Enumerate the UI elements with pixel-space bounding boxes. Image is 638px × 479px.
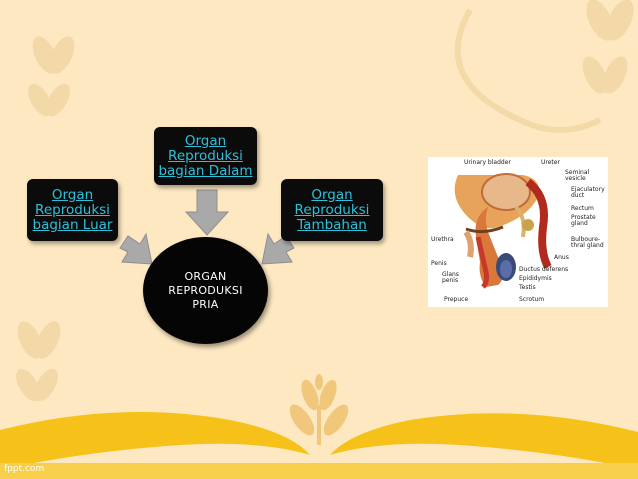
box-tambahan-label[interactable]: Organ Reproduksi Tambahan bbox=[294, 186, 370, 233]
leaf-sprig-right bbox=[454, 0, 634, 133]
label-rectum: Rectum bbox=[571, 205, 594, 212]
label-epididymis: Epididymis bbox=[519, 275, 552, 282]
label-urinary-bladder: Urinary bladder bbox=[464, 159, 511, 166]
box-tambahan[interactable]: Organ Reproduksi Tambahan bbox=[281, 179, 383, 241]
label-urethra: Urethra bbox=[431, 236, 454, 243]
label-ureter: Ureter bbox=[541, 159, 560, 166]
center-label: ORGAN REPRODUKSI PRIA bbox=[168, 269, 243, 311]
center-circle: ORGAN REPRODUKSI PRIA bbox=[143, 237, 268, 344]
label-penis: Penis bbox=[431, 260, 447, 267]
center-sprig bbox=[289, 374, 349, 445]
yellow-wave-right bbox=[330, 413, 638, 470]
box-bagian-luar[interactable]: Organ Reproduksi bagian Luar bbox=[27, 179, 118, 241]
label-ductus-deferens: Ductus deferens bbox=[519, 266, 569, 273]
arrow-down-right bbox=[119, 232, 153, 265]
label-glans-penis: Glans penis bbox=[442, 271, 459, 284]
yellow-wave-left bbox=[0, 412, 310, 470]
leaf-sprig-left bbox=[16, 36, 75, 402]
label-anus: Anus bbox=[554, 254, 569, 261]
label-prostate-gland: Prostate gland bbox=[571, 214, 596, 227]
label-bulbourethral-gland: Bulboure- thral gland bbox=[571, 236, 604, 249]
label-prepuce: Prepuce bbox=[444, 296, 469, 303]
anatomy-illustration bbox=[454, 173, 552, 289]
label-seminal-vesicle: Seminal vesicle bbox=[565, 169, 590, 182]
label-scrotum: Scrotum bbox=[519, 296, 545, 303]
bottom-bar bbox=[0, 463, 638, 479]
box-bagian-dalam-label[interactable]: Organ Reproduksi bagian Dalam bbox=[158, 132, 253, 179]
anatomy-diagram: Urinary bladder Ureter Seminal vesicle E… bbox=[428, 157, 608, 307]
arrow-down bbox=[184, 189, 230, 236]
footer-credit: fppt.com bbox=[4, 464, 45, 474]
label-testis: Testis bbox=[519, 284, 536, 291]
box-bagian-luar-label[interactable]: Organ Reproduksi bagian Luar bbox=[32, 186, 113, 233]
label-ejaculatory-duct: Ejaculatory duct bbox=[571, 186, 605, 199]
box-bagian-dalam[interactable]: Organ Reproduksi bagian Dalam bbox=[154, 127, 257, 185]
